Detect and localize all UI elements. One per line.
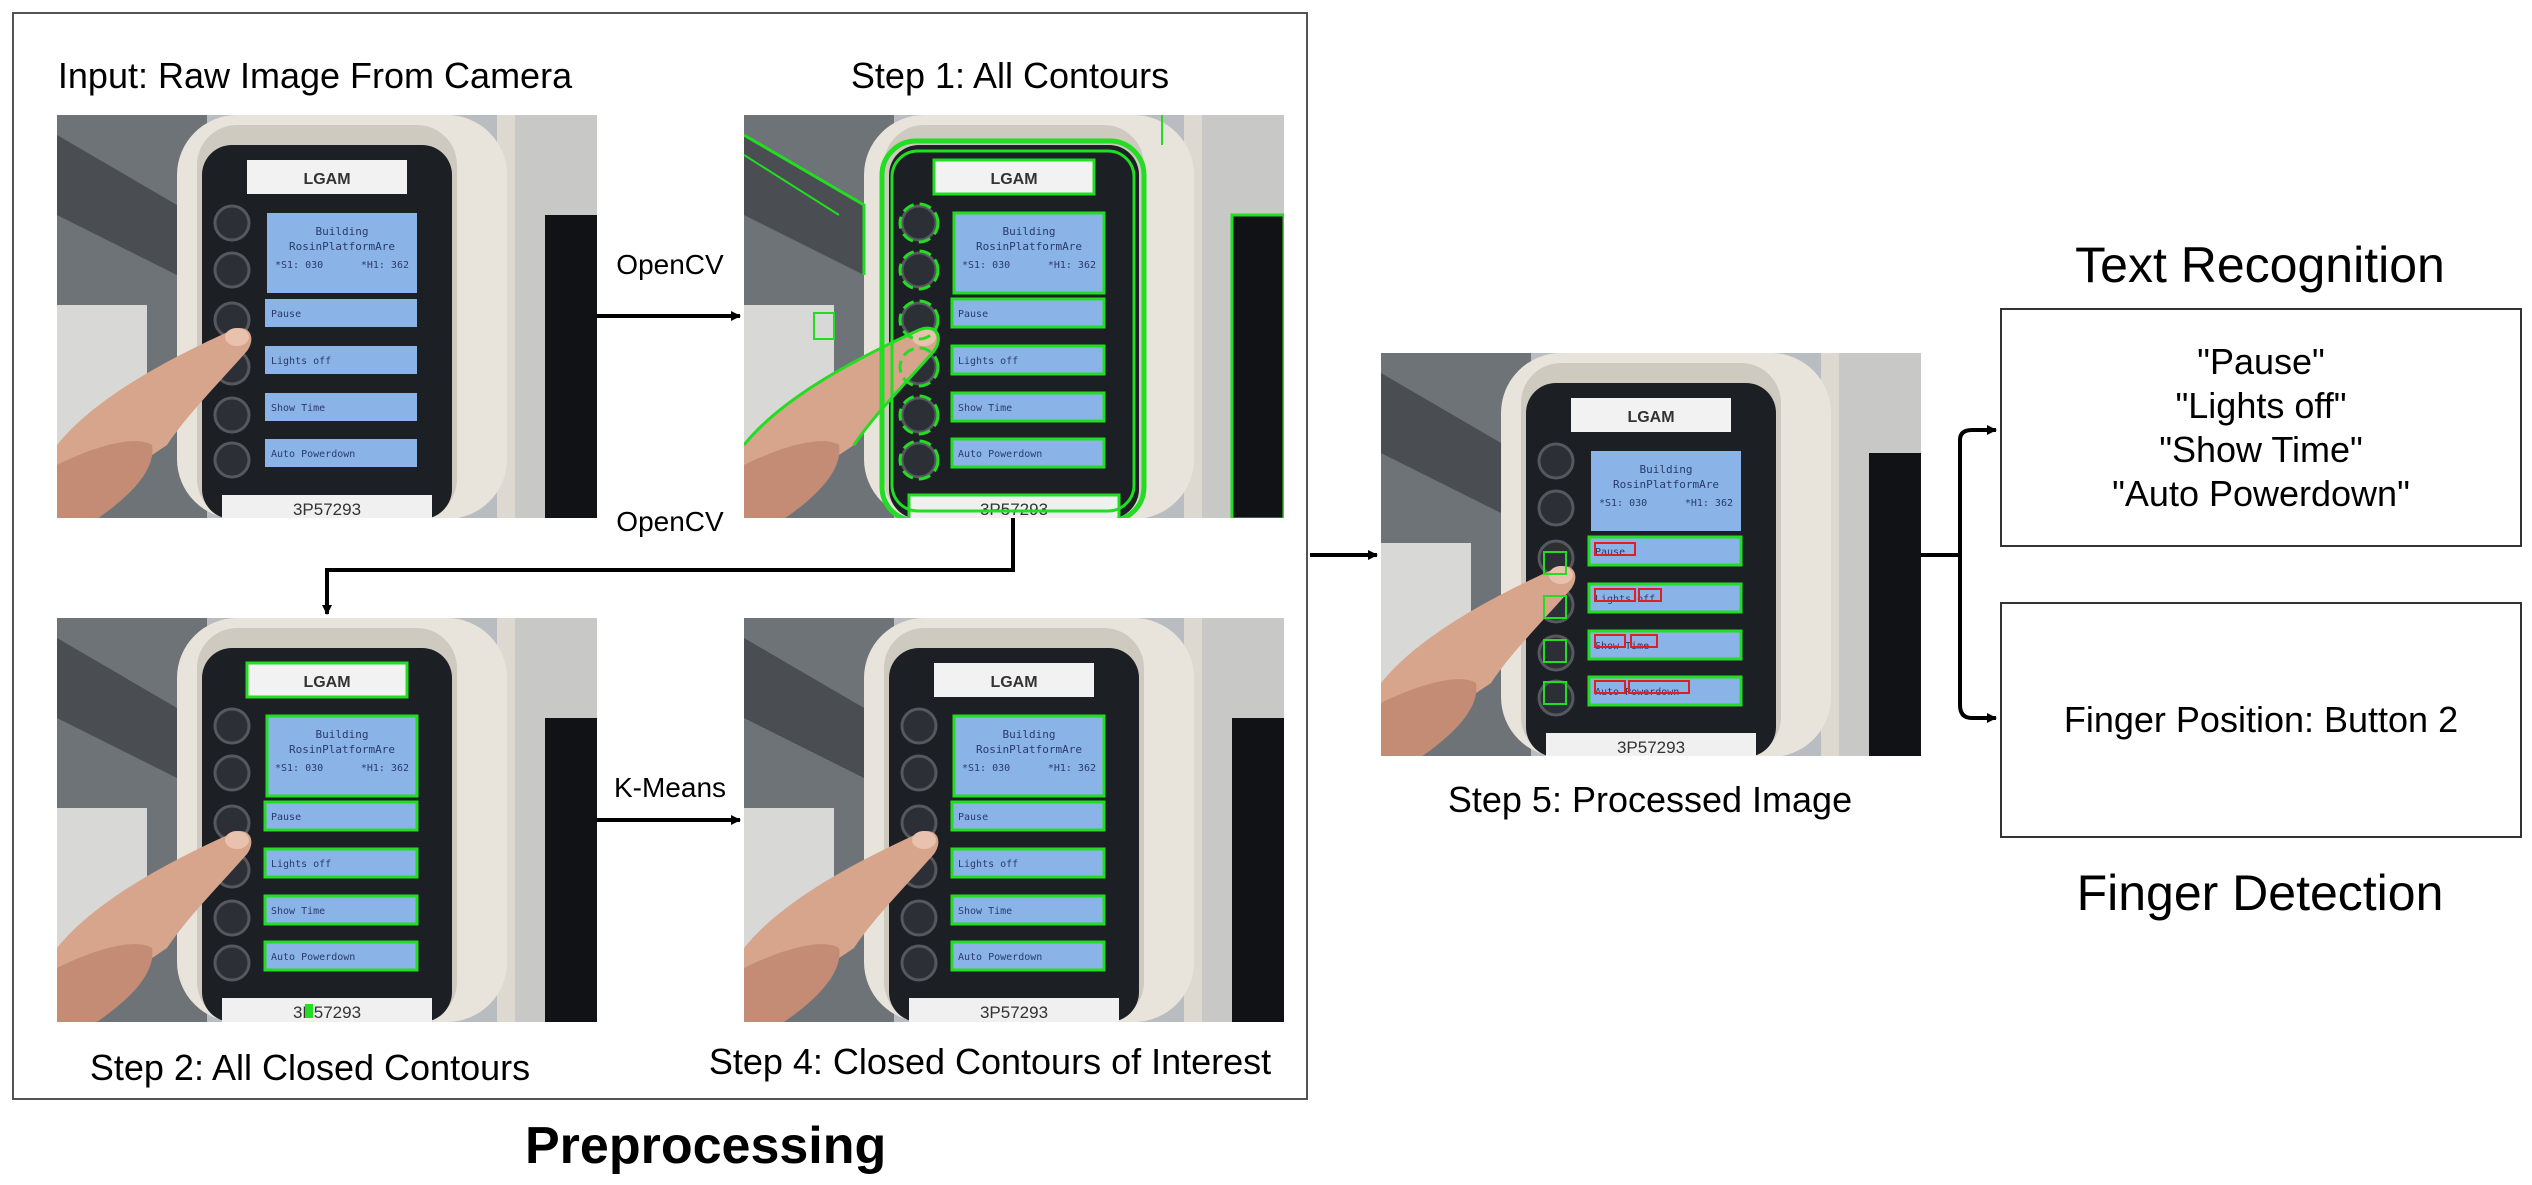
arrow-label-kmeans: K-Means (613, 772, 727, 803)
device-brand-text: LGAM (303, 171, 350, 188)
finger-detection-box: Finger Position: Button 2 (2000, 602, 2522, 838)
caption-step2: Step 2: All Closed Contours (89, 1047, 531, 1088)
device-button-label: Pause (958, 812, 988, 823)
device-button-label: Auto Powerdown (271, 449, 355, 460)
device-screen-line: Building (1640, 463, 1693, 476)
device-serial-text: 3P57293 (1617, 738, 1685, 756)
recognized-text-2: "Lights off" (2175, 385, 2347, 426)
device-button-label: Show Time (271, 403, 325, 414)
device-screen-line: *H1: 362 (361, 763, 409, 774)
device-button-label: Show Time (271, 906, 325, 917)
device-screen-line: *S1: 030 (1599, 498, 1647, 509)
text-recognition-title: Text Recognition (2075, 237, 2445, 293)
device-button-label: Lights off (1595, 594, 1655, 605)
device-button-label: Lights off (271, 356, 331, 367)
device-screen-line: *S1: 030 (962, 763, 1010, 774)
device-button-label: Pause (958, 309, 988, 320)
device-button-label: Auto Powerdown (271, 952, 355, 963)
device-button-label: Show Time (958, 403, 1012, 414)
arrow-label-opencv-1: OpenCV (616, 249, 724, 280)
device-button-label: Pause (271, 812, 301, 823)
device-brand-text: LGAM (990, 171, 1037, 188)
device-button-label: Lights off (958, 859, 1018, 870)
device-serial-text: 3P57293 (293, 500, 361, 518)
brace-split-lower (1958, 555, 1997, 723)
device-screen-line: Building (1003, 728, 1056, 741)
device-button-label: Pause (271, 309, 301, 320)
caption-input: Input: Raw Image From Camera (57, 55, 573, 96)
device-screen-line: *S1: 030 (275, 260, 323, 271)
device-screen-line: *H1: 362 (361, 260, 409, 271)
device-screen-line: *S1: 030 (275, 763, 323, 774)
device-screen-line: Building (316, 728, 369, 741)
text-recognition-box: "Pause" "Lights off" "Show Time" "Auto P… (2000, 308, 2522, 547)
finger-position-result: Finger Position: Button 2 (2063, 699, 2459, 740)
device-screen-line: *H1: 362 (1685, 498, 1733, 509)
preprocessing-frame (12, 12, 1308, 1100)
caption-step4: Step 4: Closed Contours of Interest (708, 1041, 1272, 1082)
device-screen-line: *H1: 362 (1048, 260, 1096, 271)
device-button-label: Lights off (958, 356, 1018, 367)
device-button-label: Auto Powerdown (958, 449, 1042, 460)
preprocessing-title: Preprocessing (525, 1117, 887, 1175)
device-screen-line: Building (1003, 225, 1056, 238)
device-screen-line: RosinPlatformAre (976, 240, 1082, 253)
brace-split (1958, 425, 1997, 555)
caption-step5: Step 5: Processed Image (1447, 779, 1853, 820)
device-screen-line: RosinPlatformAre (1613, 478, 1719, 491)
device-button-label: Lights off (271, 859, 331, 870)
arrow-label-opencv-2: OpenCV (616, 506, 724, 537)
device-serial-text: 3P57293 (293, 1003, 361, 1022)
device-serial-text: 3P57293 (980, 1003, 1048, 1022)
device-brand-text: LGAM (1627, 409, 1674, 426)
device-brand-text: LGAM (990, 674, 1037, 691)
device-screen-line: Building (316, 225, 369, 238)
device-button-label: Auto Powerdown (958, 952, 1042, 963)
recognized-text-1: "Pause" (2197, 341, 2325, 382)
recognized-text-4: "Auto Powerdown" (2112, 473, 2410, 514)
device-screen-line: *S1: 030 (962, 260, 1010, 271)
device-screen-line: *H1: 362 (1048, 763, 1096, 774)
finger-detection-title: Finger Detection (2076, 865, 2444, 921)
device-screen-line: RosinPlatformAre (289, 240, 395, 253)
recognized-text-3: "Show Time" (2159, 429, 2363, 470)
device-button-label: Pause (1595, 547, 1625, 558)
device-screen-line: RosinPlatformAre (289, 743, 395, 756)
device-brand-text: LGAM (303, 674, 350, 691)
device-serial-text: 3P57293 (980, 500, 1048, 518)
device-screen-line: RosinPlatformAre (976, 743, 1082, 756)
device-button-label: Show Time (958, 906, 1012, 917)
caption-step1: Step 1: All Contours (850, 55, 1170, 96)
